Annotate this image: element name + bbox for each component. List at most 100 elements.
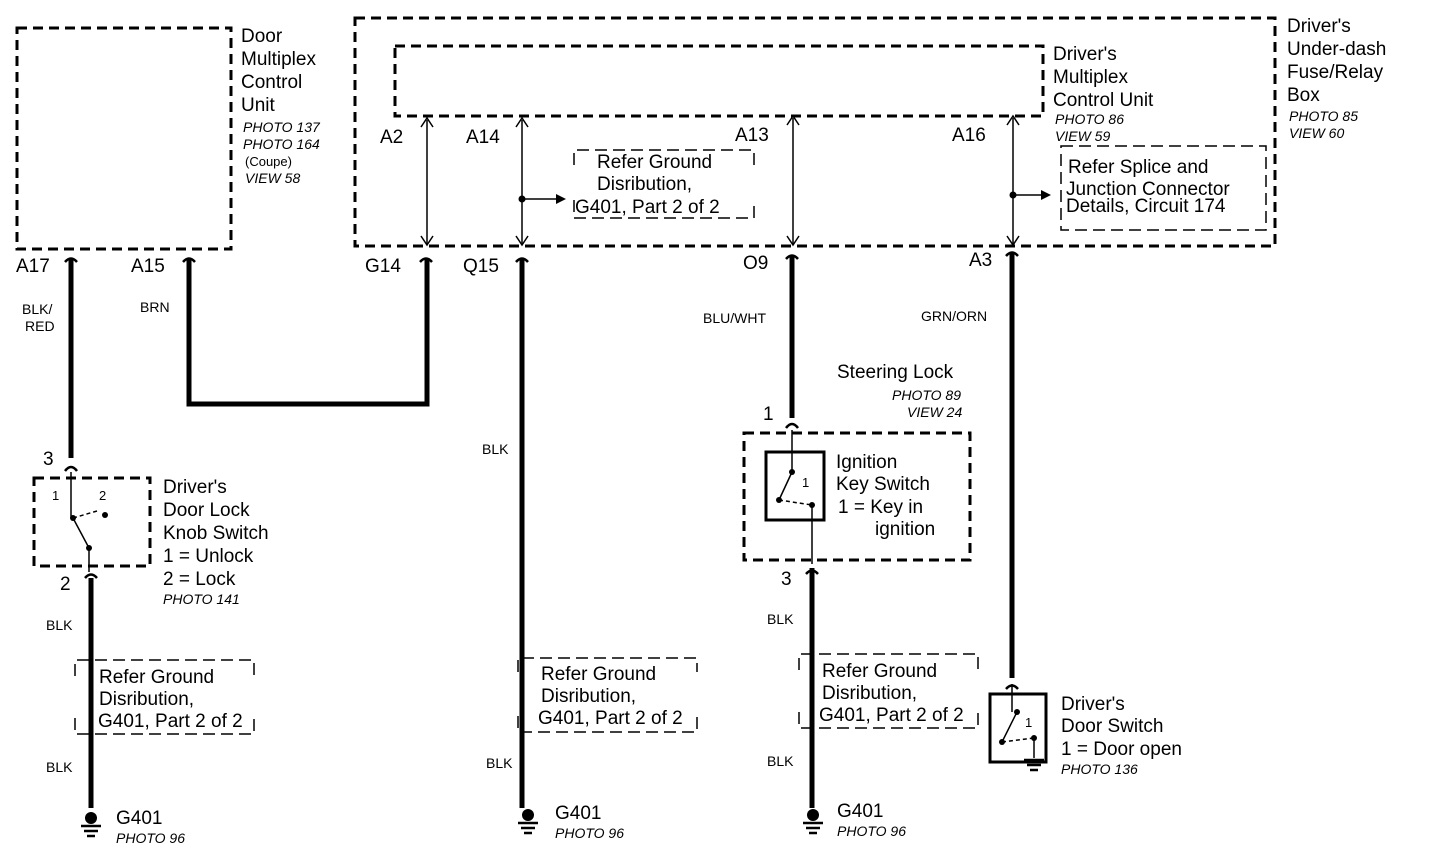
door-mcu-title-2: Multiplex — [241, 49, 316, 70]
pin-a16: A16 — [952, 125, 986, 146]
door-lock-line-2: Door Lock — [163, 500, 250, 521]
pin-a3: A3 — [969, 250, 992, 271]
pin-g14: G14 — [365, 256, 401, 277]
door-mcu-coupe: (Coupe) — [245, 154, 292, 169]
steering-lock-box — [742, 431, 972, 562]
fuse-box-title-2: Under-dash — [1287, 39, 1386, 60]
ground-ref-right-3: G401, Part 2 of 2 — [819, 705, 964, 726]
ground-ref-top-2: Disribution, — [597, 174, 692, 195]
door-mcu-title-1: Door — [241, 26, 283, 47]
ground-ref-right-2: Disribution, — [822, 683, 917, 704]
fuse-box-view: VIEW 60 — [1289, 125, 1344, 141]
ignition-line-3: 1 = Key in — [838, 497, 923, 518]
steering-lock-pin-3: 3 — [781, 569, 792, 590]
ignition-line-4: ignition — [875, 519, 935, 540]
driver-mcu-box — [393, 44, 1045, 118]
driver-mcu-title-2: Multiplex — [1053, 67, 1128, 88]
door-lock-line-4: 1 = Unlock — [163, 546, 254, 567]
ground-ref-mid-1: Refer Ground — [541, 664, 656, 685]
driver-mcu-title-3: Control Unit — [1053, 90, 1154, 111]
ground-ref-mid-box — [517, 657, 698, 733]
ground-ref-mid-3: G401, Part 2 of 2 — [538, 708, 683, 729]
wires — [64, 251, 1019, 808]
door-switch-pos-1: 1 — [1025, 715, 1032, 730]
wire-label-blk-right-lower: BLK — [767, 753, 794, 769]
fuse-box-outline — [353, 16, 1277, 248]
ground-ref-mid-2: Disribution, — [541, 686, 636, 707]
wire-label-blk-red-1: BLK/ — [22, 301, 52, 317]
pin-a13: A13 — [735, 125, 769, 146]
driver-mcu-photo: PHOTO 86 — [1055, 111, 1124, 127]
splice-ref-2: Junction Connector — [1066, 179, 1230, 200]
ground-ref-box-top — [573, 149, 755, 219]
pin-q15: Q15 — [463, 256, 499, 277]
door-switch-line-3: 1 = Door open — [1061, 739, 1182, 760]
steering-lock-title: Steering Lock — [837, 362, 954, 383]
door-lock-switch-box — [32, 476, 152, 568]
pin-a15: A15 — [131, 256, 165, 277]
wire-label-brn: BRN — [140, 299, 170, 315]
door-lock-pin-3: 3 — [43, 449, 54, 470]
wire-label-blk-left-upper: BLK — [46, 617, 73, 633]
pin-a2: A2 — [380, 127, 403, 148]
driver-mcu-view: VIEW 59 — [1055, 128, 1110, 144]
ground-ref-top-3: G401, Part 2 of 2 — [575, 197, 720, 218]
door-lock-line-1: Driver's — [163, 477, 227, 498]
door-lock-photo: PHOTO 141 — [163, 591, 240, 607]
ground-left-name: G401 — [116, 808, 162, 829]
door-mcu-title-3: Control — [241, 72, 302, 93]
ground-right-photo: PHOTO 96 — [837, 823, 906, 839]
wire-label-blk-left-lower: BLK — [46, 759, 73, 775]
ground-symbol-right — [803, 809, 823, 835]
wire-label-blk-q15-upper: BLK — [482, 441, 509, 457]
splice-ref-1: Refer Splice and — [1068, 157, 1208, 178]
ground-ref-left-box — [74, 659, 255, 735]
ground-right-name: G401 — [837, 801, 883, 822]
ground-ref-right-1: Refer Ground — [822, 661, 937, 682]
door-switch-symbol — [999, 684, 1044, 772]
door-switch-photo: PHOTO 136 — [1061, 761, 1138, 777]
splice-ref-3: Details, Circuit 174 — [1066, 196, 1226, 217]
wire-label-blk-red-2: RED — [25, 318, 55, 334]
door-lock-line-5: 2 = Lock — [163, 569, 236, 590]
pin-o9: O9 — [743, 253, 768, 274]
wire-label-grn-orn: GRN/ORN — [921, 308, 987, 324]
door-lock-pos-1: 1 — [52, 488, 59, 503]
ignition-line-1: Ignition — [836, 452, 897, 473]
steering-lock-pin-1: 1 — [763, 404, 774, 425]
ignition-key-switch-box — [764, 450, 826, 522]
ignition-line-2: Key Switch — [836, 474, 930, 495]
door-lock-pos-2: 2 — [99, 488, 106, 503]
ground-ref-top-1: Refer Ground — [597, 152, 712, 173]
fuse-box-title-4: Box — [1287, 85, 1320, 106]
wire-label-blk-mid-lower: BLK — [486, 755, 513, 771]
door-mcu-photo-2: PHOTO 164 — [243, 136, 320, 152]
wire-label-blk-right-upper: BLK — [767, 611, 794, 627]
ground-ref-left-2: Disribution, — [99, 689, 194, 710]
door-mcu-view: VIEW 58 — [245, 170, 300, 186]
door-mcu-photo-1: PHOTO 137 — [243, 119, 321, 135]
pin-a14: A14 — [466, 127, 500, 148]
wire-label-blu-wht: BLU/WHT — [703, 310, 766, 326]
door-mcu-box — [15, 26, 233, 251]
internal-connections — [420, 114, 1051, 247]
ground-symbol-left — [81, 812, 101, 838]
steering-lock-view: VIEW 24 — [907, 404, 962, 420]
door-lock-pin-2: 2 — [60, 574, 71, 595]
ground-ref-left-3: G401, Part 2 of 2 — [98, 711, 243, 732]
door-lock-switch-symbol — [70, 472, 108, 579]
fuse-box-title-3: Fuse/Relay — [1287, 62, 1384, 83]
ground-mid-photo: PHOTO 96 — [555, 825, 624, 841]
ground-ref-right-box — [798, 653, 979, 729]
door-switch-box — [988, 692, 1048, 764]
ground-symbol-mid — [518, 809, 538, 835]
ignition-pos-1: 1 — [802, 475, 809, 490]
door-switch-line-2: Door Switch — [1061, 716, 1163, 737]
steering-lock-photo: PHOTO 89 — [892, 387, 961, 403]
ground-mid-name: G401 — [555, 803, 601, 824]
driver-mcu-title-1: Driver's — [1053, 44, 1117, 65]
fuse-box-photo: PHOTO 85 — [1289, 108, 1358, 124]
door-lock-line-3: Knob Switch — [163, 523, 269, 544]
ground-left-photo: PHOTO 96 — [116, 830, 185, 846]
